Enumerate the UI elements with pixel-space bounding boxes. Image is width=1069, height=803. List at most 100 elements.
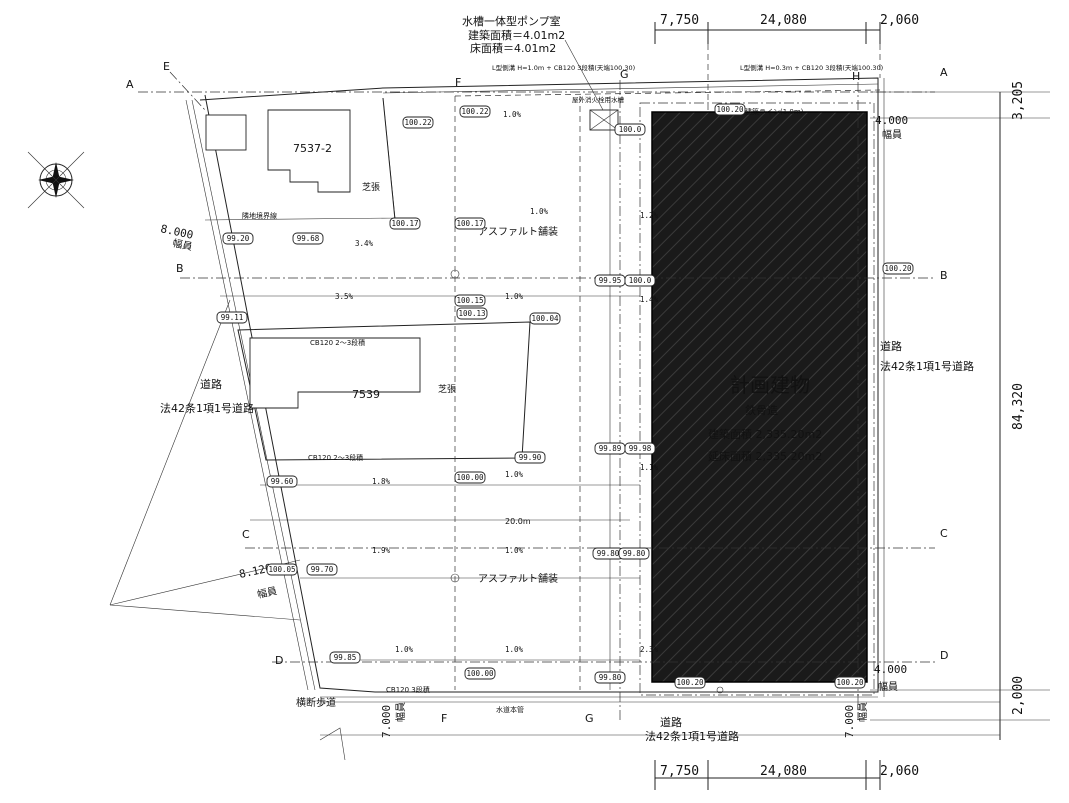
planned-building-title: 計画建物 [730,373,810,397]
elevation-marker: 99.20 [222,232,254,245]
elevation-value: 99.89 [599,444,622,453]
bottom-road-law: 法42条1項1号道路 [645,729,739,743]
lot-label-7539: 7539 [352,388,380,401]
slope-label: 1.0% [505,292,524,301]
paving-label-lower: アスファルト舗装 [478,572,558,585]
planned-building [651,111,868,683]
right-dim-middle: 84,320 [1011,383,1026,430]
crosswalk-label: 横断歩道 [296,696,336,709]
elevation-value: 99.80 [597,549,620,558]
slope-label: 1.0% [395,645,414,654]
north-arrow-icon [27,151,85,209]
top-dim-right: 2,060 [880,13,919,28]
slope-label: 1.2% [640,211,659,220]
elevation-value: 99.98 [629,444,652,453]
pump-room-title: 水槽一体型ポンプ室 [462,14,561,28]
elevation-value: 100.20 [716,105,744,114]
bottom-dimension-line [654,760,881,790]
elevation-value: 100.20 [884,264,912,273]
lot-7537-2 [204,97,396,221]
slope-labels: 1.0%1.0%1.2%3.4%3.5%1.0%1.4%1.8%1.0%1.1%… [335,110,659,654]
elevation-marker: 100.22 [459,105,491,118]
slope-label: 1.1% [640,463,659,472]
elevation-marker: 99.95 [594,274,626,287]
building-line [639,102,875,696]
bottom-dim-right: 2,060 [880,764,919,779]
slope-label: 1.0% [505,546,524,555]
note-gutter: L型側溝 H=1.0m + CB120 3段積(天端100.30) [492,63,635,72]
elevation-marker: 99.85 [329,651,361,664]
note-fire-water: 屋外消火栓用水槽 [572,95,625,104]
note-gutter-right: L型側溝 H=0.3m + CB120 3段積(天端100.30) [740,63,883,72]
elevation-value: 99.90 [519,453,542,462]
elevation-marker: 100.20 [882,262,914,275]
elevation-marker: 100.00 [454,471,486,484]
bottom-road-width-left-label: 幅員 [394,702,407,722]
planned-building-floor-area: 延床面積 2,335.20m2 [708,449,822,463]
elevation-value: 99.20 [227,234,250,243]
elevation-marker: 100.13 [456,307,488,320]
slope-label: 1.0% [503,110,522,119]
note-cb-wall: CB120 2〜3段積 [310,338,365,347]
slope-label: 2.3% [640,645,659,654]
elevation-value: 99.80 [599,673,622,682]
slope-label: 3.4% [355,239,374,248]
elevation-value: 100.0 [629,276,652,285]
right-road-type: 道路 [880,339,902,353]
elevation-marker: 99.80 [594,671,626,684]
elevation-value: 100.20 [836,678,864,687]
pump-room-floor-area: 床面積＝4.01m2 [470,41,556,55]
section-label-A-right: A [940,66,948,79]
bottom-road-width-right-label: 幅員 [856,702,869,722]
elevation-marker: 99.70 [306,563,338,576]
top-dimension-line [654,22,881,110]
bottom-road-type: 道路 [660,715,682,729]
right-road-width-upper-label: 幅員 [882,128,902,141]
right-dim-top: 3,205 [1011,81,1026,120]
section-label-A-left: A [126,78,134,91]
section-label-B-left: B [176,262,184,275]
elevation-value: 100.00 [456,473,484,482]
note-water-pipe: 水道本管 [496,705,524,714]
elevation-marker: 99.60 [266,475,298,488]
planned-building-building-area: 建築面積 2,335.20m2 [708,427,822,441]
elevation-value: 100.05 [268,565,295,574]
elevation-marker: 99.80 [592,547,624,560]
bottom-dim-left: 7,750 [660,764,699,779]
planned-building-structure: 鉄骨造 [745,403,778,417]
right-road-width-upper: 4.000 [875,114,908,127]
slope-label: 1.0% [505,470,524,479]
lot-label-7537-2: 7537-2 [293,142,332,155]
section-label-E: E [163,60,170,73]
elevation-marker: 100.20 [834,676,866,689]
elevation-marker: 99.90 [514,451,546,464]
building-line-label: 建築ライン(1.0m) [745,107,804,116]
left-road-width-upper-label: 幅員 [171,236,193,253]
elevation-marker: 100.0 [614,123,646,136]
elevation-value: 100.22 [461,107,488,116]
elevation-value: 99.60 [271,477,294,486]
lot-7539 [237,321,531,461]
slope-label: 3.5% [335,292,354,301]
elevation-marker: 100.20 [714,103,746,116]
right-road-width-lower-label: 幅員 [878,680,898,693]
right-road-width-lower: 4.000 [874,663,907,676]
left-road-law: 法42条1項1号道路 [160,401,254,415]
elevation-value: 100.13 [458,309,485,318]
elevation-value: 100.15 [456,296,483,305]
elevation-value: 100.17 [391,219,418,228]
section-label-F-bottom: F [441,712,447,725]
elevation-value: 100.22 [404,118,431,127]
section-E [169,71,206,111]
elevation-marker: 99.68 [292,232,324,245]
slope-label: 1.9% [372,546,391,555]
slope-label: 1.0% [505,645,524,654]
elevation-value: 100.20 [676,678,704,687]
bottom-road-width-left: 7.000 [380,705,393,738]
right-dim-bottom: 2,000 [1011,676,1026,715]
bottom-dim-middle: 24,080 [760,764,807,779]
section-label-C-left: C [242,528,250,541]
section-label-G-bottom: G [585,712,594,725]
